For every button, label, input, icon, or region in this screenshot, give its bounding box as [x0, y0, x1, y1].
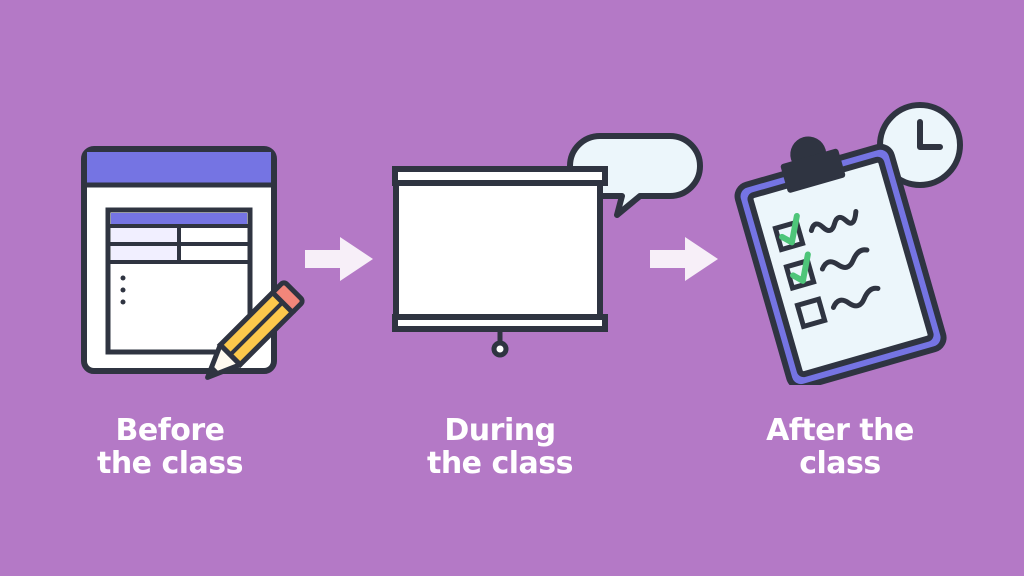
step-label-after: After the class: [740, 414, 940, 480]
clipboard-checklist-with-clock-icon: [734, 102, 963, 385]
step-label-before: Before the class: [70, 414, 270, 480]
arrow-right-icon: [305, 237, 373, 281]
projector-screen-with-speech-bubble-icon: [392, 133, 703, 358]
label-line-1: During: [444, 413, 556, 448]
arrow-right-icon: [650, 237, 718, 281]
label-line-1: Before: [115, 413, 225, 448]
clock-icon: [877, 102, 963, 188]
step-label-during: During the class: [400, 414, 600, 480]
label-line-2: class: [799, 446, 881, 481]
label-line-1: After the: [766, 413, 914, 448]
label-line-2: the class: [96, 446, 244, 481]
form-with-pencil-icon: [81, 146, 305, 380]
label-line-2: the class: [426, 446, 574, 481]
